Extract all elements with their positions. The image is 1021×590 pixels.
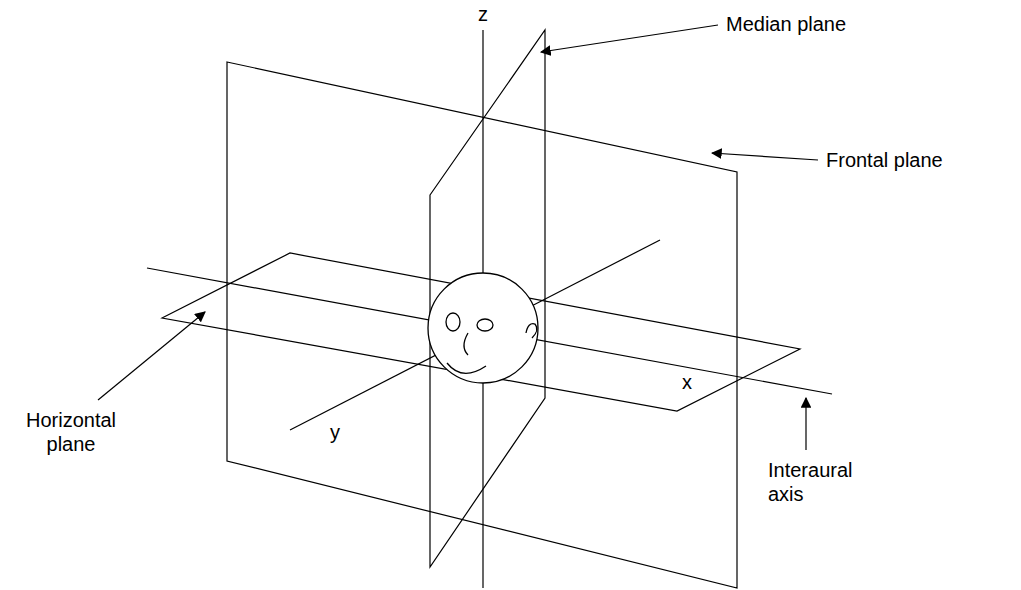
leader-arrow bbox=[541, 25, 718, 52]
eye bbox=[477, 319, 493, 331]
leader-arrow bbox=[805, 398, 806, 450]
axis-label: x bbox=[680, 370, 694, 394]
ear bbox=[526, 324, 537, 338]
axis-label: Interaural axis bbox=[766, 458, 882, 506]
y-axis bbox=[290, 240, 660, 430]
horizontal-plane bbox=[162, 253, 800, 411]
mouth bbox=[447, 363, 486, 373]
axis-label: z bbox=[476, 2, 490, 26]
plane-label: Frontal plane bbox=[824, 148, 945, 172]
eye bbox=[446, 313, 460, 331]
nose bbox=[464, 333, 468, 355]
plane-label: Median plane bbox=[724, 12, 848, 36]
head bbox=[428, 273, 538, 383]
leader-arrow bbox=[98, 312, 205, 400]
plane-label: Horizontal plane bbox=[6, 408, 136, 456]
axis-label: y bbox=[328, 420, 342, 444]
leader-arrow bbox=[712, 153, 818, 160]
frontal-plane bbox=[227, 62, 737, 588]
interaural-axis bbox=[147, 268, 832, 394]
